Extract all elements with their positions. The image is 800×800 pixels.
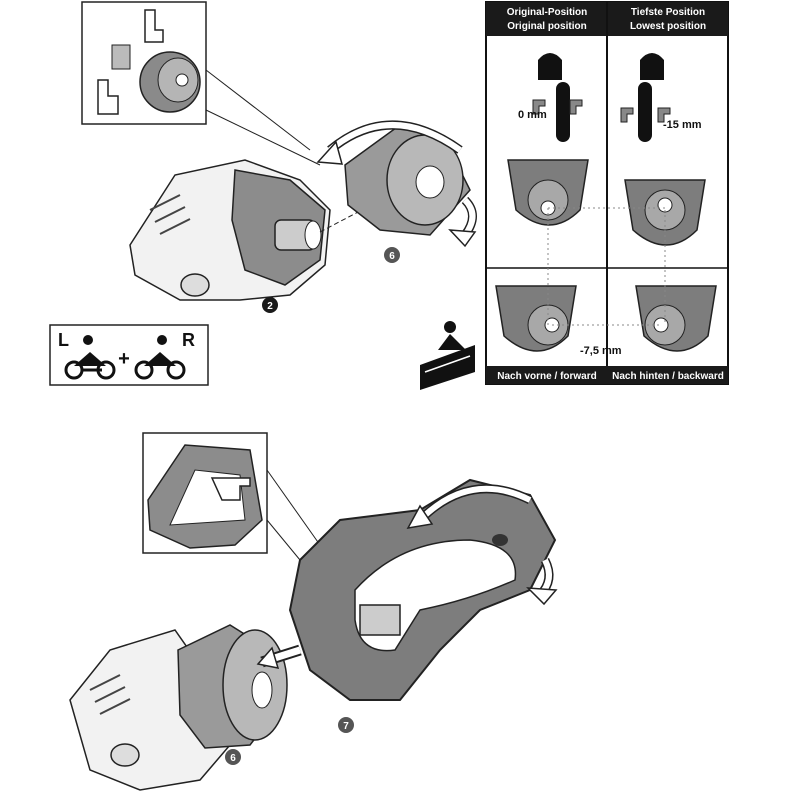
bracket-backward: [635, 285, 717, 352]
svg-text:2: 2: [267, 301, 273, 312]
callout-step-2: 2: [262, 297, 278, 313]
motorcycle-icon: [64, 335, 116, 380]
footer-backward: Nach hinten / backward: [612, 371, 724, 382]
motorcycle-icon: [620, 53, 671, 142]
detail-inset-bottom: [142, 432, 268, 554]
svg-text:7: 7: [343, 721, 349, 732]
position-table: Original-Position Original position Tief…: [485, 1, 729, 385]
detail-inset-top: [81, 1, 207, 125]
offset-lowest: -15 mm: [663, 119, 702, 131]
bracket-original: [507, 159, 589, 226]
header-original-de: Original-Position: [507, 7, 588, 18]
rider-icon: [420, 321, 475, 390]
adjuster-knob-top: [316, 120, 477, 248]
header-lowest-en: Lowest position: [630, 21, 706, 32]
svg-text:6: 6: [389, 251, 395, 262]
slope-icon: [420, 345, 475, 390]
callout-step-6: 6: [225, 749, 241, 765]
motorcycle-icon: [532, 53, 583, 142]
callout-step-6: 6: [384, 247, 400, 263]
svg-text:+: +: [118, 348, 130, 370]
header-original-en: Original position: [507, 21, 586, 32]
svg-text:6: 6: [230, 753, 236, 764]
adjuster-knob-bottom: [177, 624, 288, 749]
push-arrow-icon: [256, 644, 302, 669]
footer-forward: Nach vorne / forward: [497, 371, 596, 382]
offset-original: 0 mm: [518, 109, 547, 121]
footrest-assembly: [288, 478, 557, 701]
right-label: R: [182, 330, 195, 350]
side-selector-box: L R +: [49, 324, 209, 386]
header-lowest-de: Tiefste Position: [631, 7, 705, 18]
rotate-arrow-icon: [316, 120, 477, 248]
left-label: L: [58, 330, 69, 350]
rotate-arrow-icon: [406, 484, 558, 606]
footrest-mount-top: [129, 159, 331, 301]
callout-step-7: 7: [338, 717, 354, 733]
pointing-finger-icon: [144, 9, 164, 43]
pointing-finger-icon: [97, 79, 119, 115]
offset-half: -7,5 mm: [580, 345, 622, 357]
pointing-finger-icon: [210, 477, 251, 501]
motorcycle-icon: [134, 335, 186, 380]
